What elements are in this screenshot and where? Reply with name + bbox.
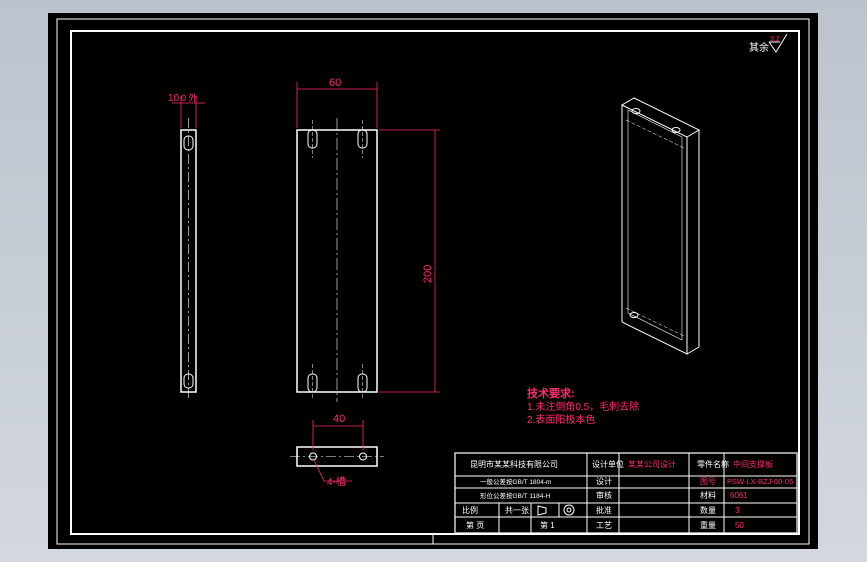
title-block — [454, 452, 798, 534]
top-view — [290, 446, 384, 467]
svg-text:60: 60 — [329, 77, 341, 89]
svg-text:比例: 比例 — [462, 505, 478, 515]
svg-text:3: 3 — [735, 506, 740, 515]
svg-text:审核: 审核 — [596, 490, 612, 500]
side-view — [180, 118, 197, 400]
svg-text:设计: 设计 — [596, 476, 612, 486]
svg-text:共一张: 共一张 — [505, 506, 529, 515]
svg-text:昆明市某某科技有限公司: 昆明市某某科技有限公司 — [470, 459, 558, 469]
svg-text:某某公司设计: 某某公司设计 — [628, 459, 676, 469]
svg-text:2.表面阳极本色: 2.表面阳极本色 — [527, 413, 595, 426]
svg-text:0 外: 0 外 — [181, 92, 198, 103]
svg-text:10: 10 — [168, 93, 180, 104]
title-block-text: 昆明市某某科技有限公司 一般公差按GB/T 1804-m 形位公差按GB/T 1… — [462, 459, 793, 530]
svg-text:批准: 批准 — [596, 505, 612, 515]
svg-text:200: 200 — [422, 265, 434, 283]
top-width-dimension: 40 — [312, 413, 364, 450]
svg-text:4-槽: 4-槽 — [327, 475, 346, 488]
svg-text:工艺: 工艺 — [596, 521, 612, 530]
svg-text:数量: 数量 — [700, 505, 716, 515]
svg-text:第 页: 第 页 — [466, 520, 484, 530]
svg-text:重量: 重量 — [700, 520, 716, 530]
hole-leader: 4-槽 — [312, 457, 352, 488]
svg-text:6061: 6061 — [730, 491, 748, 500]
svg-text:3.2: 3.2 — [770, 36, 780, 43]
svg-text:材料: 材料 — [700, 490, 716, 500]
svg-text:设计单位: 设计单位 — [592, 459, 624, 469]
svg-text:技术要求:: 技术要求: — [527, 386, 575, 400]
svg-text:1.未注倒角0.5，毛刺去除: 1.未注倒角0.5，毛刺去除 — [527, 400, 639, 413]
front-width-dimension: 60 — [296, 77, 378, 128]
svg-text:50: 50 — [735, 521, 744, 530]
isometric-view — [621, 97, 701, 355]
technical-requirements: 技术要求: 1.未注倒角0.5，毛刺去除 2.表面阳极本色 — [527, 386, 639, 426]
drawing-sheet — [48, 13, 818, 549]
svg-text:零件名称: 零件名称 — [697, 459, 729, 469]
svg-text:第 1: 第 1 — [540, 520, 555, 530]
front-view — [296, 118, 378, 402]
svg-text:其余: 其余 — [749, 41, 769, 54]
svg-text:形位公差按GB/T 1184-H: 形位公差按GB/T 1184-H — [480, 491, 550, 500]
roughness-symbol: 其余 3.2 — [749, 33, 788, 54]
svg-text:图号: 图号 — [700, 477, 716, 486]
inner-frame — [70, 30, 800, 535]
projection-symbol — [537, 504, 575, 516]
svg-text:PSW-LX-BZJ-60-05: PSW-LX-BZJ-60-05 — [727, 477, 793, 486]
svg-text:40: 40 — [333, 413, 345, 425]
front-height-dimension: 200 — [379, 129, 440, 393]
svg-text:一般公差按GB/T 1804-m: 一般公差按GB/T 1804-m — [480, 477, 551, 486]
side-thickness-dimension: 10 0 外 — [168, 92, 205, 128]
svg-text:中间支撑板: 中间支撑板 — [733, 459, 773, 469]
